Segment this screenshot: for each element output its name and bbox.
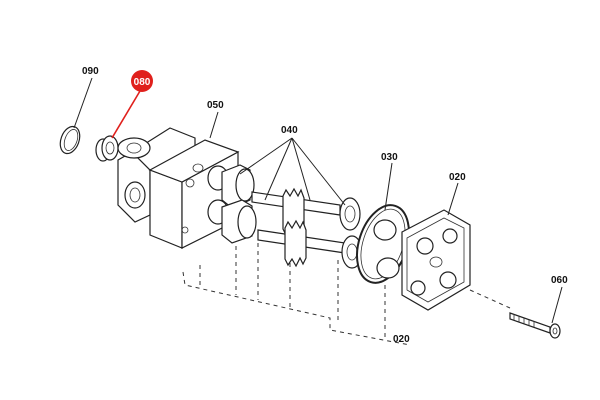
snap-ring-090 bbox=[59, 125, 81, 155]
part-labels: 090 080 050 040 030 020 060 020 bbox=[82, 66, 568, 345]
bolt-060 bbox=[509, 312, 561, 339]
label-090: 090 bbox=[82, 66, 99, 77]
label-020-bottom: 020 bbox=[393, 334, 410, 345]
leader-080 bbox=[111, 90, 141, 139]
label-050: 050 bbox=[207, 100, 224, 111]
label-030: 030 bbox=[381, 152, 398, 163]
gear-set-040 bbox=[221, 164, 363, 269]
label-080-badge[interactable] bbox=[131, 70, 153, 92]
leader-lines bbox=[73, 77, 563, 324]
label-060: 060 bbox=[551, 275, 568, 286]
label-020: 020 bbox=[449, 172, 466, 183]
label-040: 040 bbox=[281, 125, 298, 136]
rear-cover-020 bbox=[401, 209, 471, 311]
label-080[interactable]: 080 bbox=[134, 77, 151, 88]
o-ring-030 bbox=[356, 204, 410, 284]
seal-080 bbox=[95, 135, 119, 162]
